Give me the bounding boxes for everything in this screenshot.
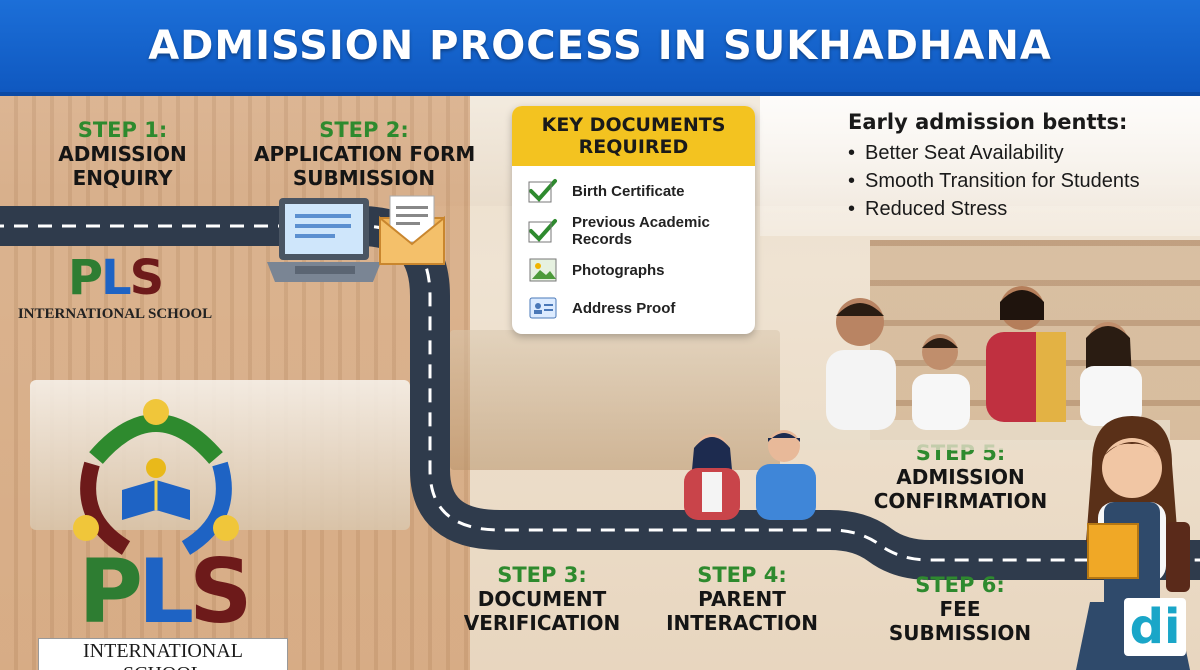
key-documents-title-line2: REQUIRED xyxy=(578,136,689,158)
check-icon xyxy=(528,219,557,243)
step-text-line1: APPLICATION FORM xyxy=(254,142,476,166)
step-text-line2: CONFIRMATION xyxy=(873,489,1048,513)
step-label: STEP 4: xyxy=(697,563,787,587)
school-logo: PLS INTERNATIONAL SCHOOL xyxy=(38,548,288,670)
step-6: STEP 6: FEE SUBMISSION xyxy=(880,573,1040,645)
benefits-title: Early admission bentts: xyxy=(848,110,1128,134)
parents-interaction-illustration xyxy=(684,430,816,520)
wall-logo-subtitle: INTERNATIONAL SCHOOL xyxy=(17,306,213,322)
step-text-line2: SUBMISSION xyxy=(888,621,1032,645)
document-item: Birth Certificate xyxy=(528,178,685,204)
document-item: Photographs xyxy=(528,257,665,283)
step-text-line1: ADMISSION xyxy=(58,142,187,166)
step-4: STEP 4: PARENT INTERACTION xyxy=(662,563,822,635)
page-title: ADMISSION PROCESS IN SUKHADHANA xyxy=(148,23,1052,69)
corner-brand-logo: di xyxy=(1124,598,1186,656)
step-label: STEP 3: xyxy=(497,563,587,587)
school-logo-subtitle: INTERNATIONAL SCHOOL xyxy=(38,638,288,670)
title-banner: ADMISSION PROCESS IN SUKHADHANA xyxy=(0,0,1200,96)
step-text-line1: DOCUMENT xyxy=(477,587,607,611)
benefit-item: Better Seat Availability xyxy=(848,142,1193,165)
benefit-item: Reduced Stress xyxy=(848,198,1193,221)
key-documents-card: KEY DOCUMENTS REQUIRED Birth Certificate… xyxy=(512,106,755,334)
benefit-item: Smooth Transition for Students xyxy=(848,170,1193,193)
step-text-line2: SUBMISSION xyxy=(292,166,436,190)
step-2: STEP 2: APPLICATION FORM SUBMISSION xyxy=(254,118,476,190)
step-text-line1: PARENT xyxy=(698,587,786,611)
photo-icon xyxy=(529,258,557,282)
step-text-line1: FEE xyxy=(939,597,981,621)
document-label: Address Proof xyxy=(572,299,676,317)
wall-logo: PLS INTERNATIONAL SCHOOL xyxy=(10,250,220,323)
step-text-line2: VERIFICATION xyxy=(463,611,621,635)
school-emblem xyxy=(73,399,239,555)
key-documents-title-line1: KEY DOCUMENTS xyxy=(541,114,726,136)
step-text-line1: ADMISSION xyxy=(896,465,1025,489)
envelope-icon xyxy=(379,195,445,265)
benefits-list: Better Seat Availability Smooth Transiti… xyxy=(848,142,1193,221)
step-text-line2: INTERACTION xyxy=(666,611,818,635)
key-documents-header: KEY DOCUMENTS REQUIRED xyxy=(512,106,755,166)
document-label: Photographs xyxy=(572,261,665,279)
laptop-icon xyxy=(267,198,381,282)
school-logo-letters: PLS xyxy=(78,540,253,643)
early-admission-benefits: Early admission bentts: Better Seat Avai… xyxy=(848,110,1193,226)
step-3: STEP 3: DOCUMENT VERIFICATION xyxy=(462,563,622,635)
step-1: STEP 1: ADMISSION ENQUIRY xyxy=(50,118,195,190)
step-text-line2: ENQUIRY xyxy=(72,166,173,190)
document-item: Address Proof xyxy=(528,295,675,321)
id-card-icon xyxy=(529,297,557,319)
wall-logo-letters: PLS xyxy=(67,250,164,306)
step-label: STEP 1: xyxy=(77,118,168,142)
step-label: STEP 2: xyxy=(319,118,409,142)
step-label: STEP 6: xyxy=(915,573,1005,597)
corner-brand-text: di xyxy=(1129,599,1181,655)
check-icon xyxy=(528,179,557,203)
step-5: STEP 5: ADMISSION CONFIRMATION xyxy=(868,441,1053,513)
document-label: Birth Certificate xyxy=(572,182,685,200)
